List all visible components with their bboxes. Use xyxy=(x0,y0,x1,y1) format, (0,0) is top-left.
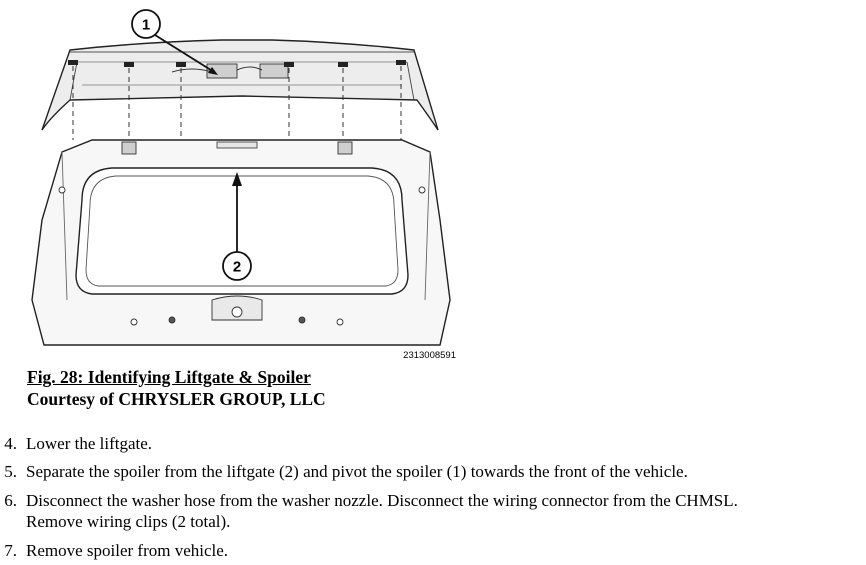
figure-image-id: 2313008591 xyxy=(403,350,456,361)
callout-2: 2 xyxy=(222,172,252,281)
step-text: Disconnect the washer hose from the wash… xyxy=(26,491,738,510)
liftgate-spoiler-illustration: 1 2 2313008591 xyxy=(31,9,456,361)
step-text: Remove spoiler from vehicle. xyxy=(26,541,229,560)
liftgate xyxy=(31,139,451,346)
step-text: Lower the liftgate. xyxy=(26,434,153,453)
callout-1-label: 1 xyxy=(142,17,150,34)
callout-1: 1 xyxy=(131,9,218,75)
spoiler xyxy=(41,39,439,131)
step-number: 7. xyxy=(4,541,17,560)
step-number: 6. xyxy=(4,491,17,510)
figure-credit: Courtesy of CHRYSLER GROUP, LLC xyxy=(27,389,326,409)
step-number: 5. xyxy=(4,462,17,481)
spoiler-clips xyxy=(68,60,406,67)
step-number: 4. xyxy=(4,434,17,453)
callout-2-label: 2 xyxy=(233,259,241,276)
figure-caption: Fig. 28: Identifying Liftgate & Spoiler … xyxy=(27,366,326,410)
figure-title: Fig. 28: Identifying Liftgate & Spoiler xyxy=(27,367,311,387)
alignment-lines xyxy=(72,66,402,140)
step-text: Separate the spoiler from the liftgate (… xyxy=(26,462,688,481)
step-text-continued: Remove wiring clips (2 total). xyxy=(26,512,231,531)
